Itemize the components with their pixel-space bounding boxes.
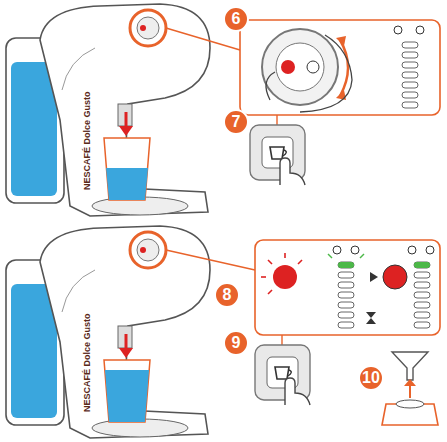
callout-number: 9 bbox=[232, 334, 241, 352]
callout-number: 10 bbox=[362, 369, 380, 387]
callout-circle: 10 bbox=[358, 365, 384, 391]
brand-label: NESCAFÉ Dolce Gusto bbox=[82, 91, 92, 190]
callout-circle: 8 bbox=[214, 282, 240, 308]
brand-label: NESCAFÉ Dolce Gusto bbox=[82, 313, 92, 412]
callout-circle: 9 bbox=[223, 330, 249, 356]
callout-number: 6 bbox=[232, 10, 241, 28]
callout-number: 7 bbox=[232, 113, 241, 131]
callout-circle: 6 bbox=[223, 6, 249, 32]
callout-circle: 7 bbox=[223, 109, 249, 135]
callout-number: 8 bbox=[223, 286, 232, 304]
